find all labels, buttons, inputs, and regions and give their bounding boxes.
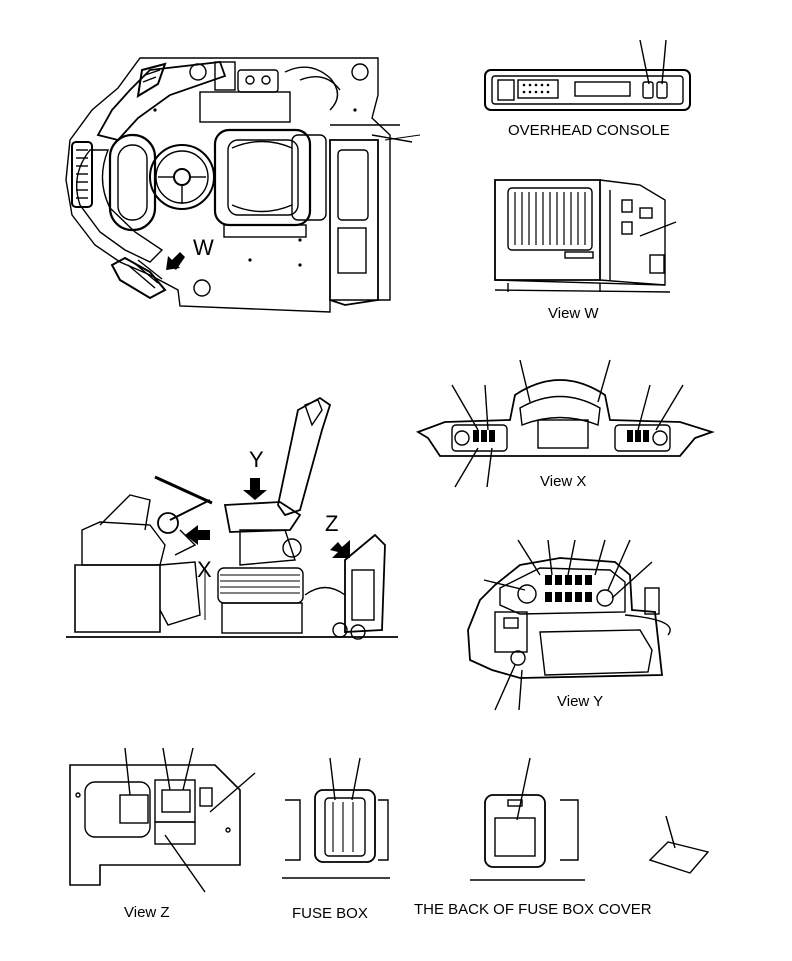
view-y-drawing — [467, 539, 671, 711]
view-z-drawing — [69, 747, 256, 893]
fuse-box-cover-back-caption: THE BACK OF FUSE BOX COVER — [414, 901, 652, 918]
view-arrow-x-letter: X — [197, 557, 212, 582]
view-arrow-y-letter: Y — [249, 447, 264, 472]
fuse-box-drawing — [282, 757, 390, 879]
view-arrow-z-letter: Z — [325, 511, 339, 536]
view-w-drawing — [494, 179, 677, 293]
view-x-drawing — [415, 359, 715, 488]
view-x-caption: View X — [540, 473, 587, 490]
fuse-box-caption: FUSE BOX — [292, 905, 368, 922]
view-z-caption: View Z — [124, 904, 170, 921]
cab-side-view — [66, 396, 398, 640]
view-w-caption: View W — [548, 305, 599, 322]
overhead-console-caption: OVERHEAD CONSOLE — [508, 122, 670, 139]
overhead-console-drawing — [484, 39, 691, 111]
view-y-caption: View Y — [557, 693, 604, 710]
cab-top-view — [65, 57, 421, 313]
fuse-cover-drawing — [470, 757, 710, 881]
view-arrow-w-letter: W — [193, 235, 214, 260]
